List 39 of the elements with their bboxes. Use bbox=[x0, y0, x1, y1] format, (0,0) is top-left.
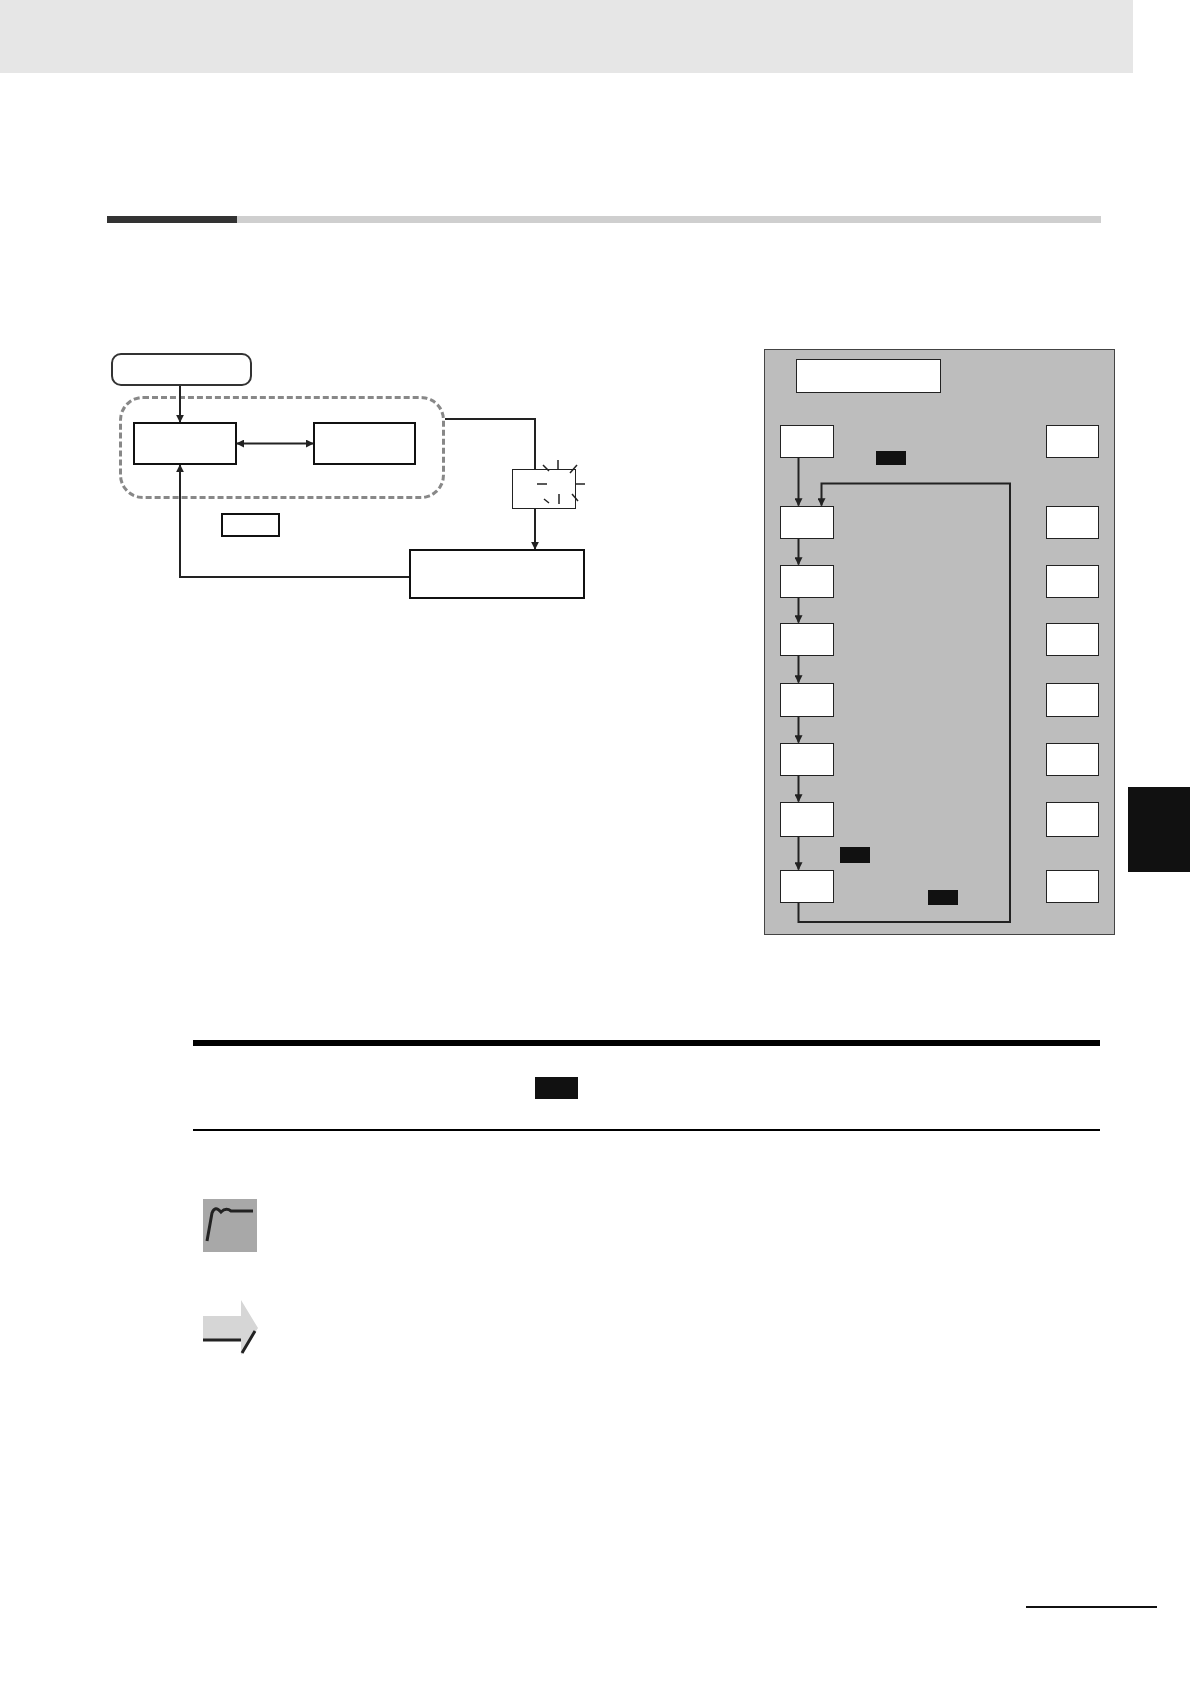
parameter-box bbox=[1045, 801, 1099, 837]
dashed-group bbox=[119, 396, 445, 499]
parameter-box bbox=[1045, 564, 1099, 598]
settings-panel bbox=[764, 349, 1115, 935]
connector-line bbox=[444, 418, 536, 470]
arrow bbox=[797, 482, 1011, 923]
panel-header-box bbox=[795, 358, 941, 393]
arrow bbox=[176, 385, 184, 423]
small-box bbox=[221, 513, 280, 537]
parameter-box bbox=[1045, 505, 1099, 539]
display-box bbox=[512, 469, 576, 509]
chapter-tab bbox=[1128, 787, 1190, 872]
parameter-box bbox=[1045, 869, 1099, 903]
parameter-box bbox=[1045, 742, 1099, 776]
arrow bbox=[794, 715, 803, 744]
parameter-box bbox=[779, 801, 834, 837]
process-box bbox=[313, 422, 416, 465]
arrow bbox=[531, 508, 539, 550]
parameter-box bbox=[1045, 424, 1099, 458]
process-box bbox=[409, 549, 585, 599]
arrow bbox=[794, 774, 803, 803]
parameter-box bbox=[1045, 622, 1099, 656]
parameter-box bbox=[1045, 682, 1099, 717]
process-box bbox=[133, 422, 237, 465]
arrow bbox=[794, 456, 803, 507]
parameter-box bbox=[779, 622, 834, 656]
parameter-box bbox=[779, 742, 834, 776]
parameter-box bbox=[779, 682, 834, 717]
arrow bbox=[176, 464, 410, 578]
parameter-box bbox=[779, 869, 834, 903]
arrow bbox=[794, 537, 803, 566]
arrow bbox=[236, 439, 314, 448]
arrow bbox=[794, 596, 803, 624]
parameter-box bbox=[779, 564, 834, 598]
parameter-box bbox=[779, 424, 834, 458]
rounded-box bbox=[111, 353, 252, 386]
arrow bbox=[794, 835, 803, 871]
parameter-box bbox=[779, 505, 834, 539]
arrow bbox=[794, 654, 803, 684]
